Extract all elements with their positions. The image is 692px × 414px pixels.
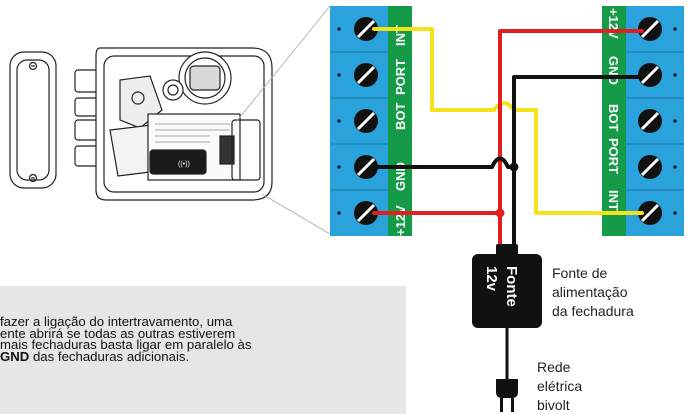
rf-symbol: ((•)) xyxy=(178,161,190,168)
mains-caption-line2: elétrica xyxy=(537,378,582,394)
terminal-left-bot: BOT xyxy=(393,103,408,131)
adapter-label-line1: Fonte xyxy=(503,266,520,307)
zoom-line-top xyxy=(235,5,331,123)
zoom-line-bottom xyxy=(261,193,331,235)
terminal-right-gnd: GND xyxy=(606,56,621,85)
note-line-4: GND das fechaduras adicionais. xyxy=(0,348,392,364)
terminal-right-int: INT xyxy=(606,190,621,211)
adapter-label-line2: 12v xyxy=(483,266,500,292)
terminal-right-port: PORT xyxy=(606,138,621,174)
terminal-right-12v: +12V xyxy=(606,8,621,39)
adapter-label: Fonte 12v xyxy=(483,266,520,307)
screw-terminal-icon xyxy=(354,17,378,225)
note-text: fazer a ligação do intertravamento, uma … xyxy=(0,314,392,364)
terminal-block-right xyxy=(602,6,684,236)
power-plug-icon xyxy=(496,374,518,412)
terminal-left-12v: +12V xyxy=(393,205,408,236)
note-line-4-rest: das fechaduras adicionais. xyxy=(29,348,190,364)
power-adapter-icon xyxy=(472,244,542,375)
adapter-caption-line1: Fonte de xyxy=(552,265,607,281)
mains-caption-line1: Rede xyxy=(537,359,571,375)
adapter-caption-line3: da fechadura xyxy=(552,303,634,319)
wire-yellow-int xyxy=(372,27,644,215)
terminal-left-gnd: GND xyxy=(393,162,408,191)
wire-black-gnd xyxy=(372,75,644,169)
note-gnd-bold: GND xyxy=(0,348,30,364)
screw-terminal-icon xyxy=(638,17,662,225)
adapter-caption: Fonte de alimentação da fechadura xyxy=(552,265,634,319)
mains-caption-line3: bivolt xyxy=(537,397,570,413)
terminal-block-left xyxy=(330,6,412,236)
lock-device-illustration xyxy=(9,47,273,201)
terminal-left-port: PORT xyxy=(393,59,408,95)
terminal-right-bot: BOT xyxy=(606,104,621,132)
mains-caption: Rede elétrica bivolt xyxy=(537,359,582,413)
wire-red-12v xyxy=(372,29,644,215)
junction-dots xyxy=(495,162,519,218)
note-box xyxy=(0,286,406,414)
note-line-3: mais fechaduras basta ligar em paralelo … xyxy=(0,337,252,352)
note-line-1: fazer a ligação do intertravamento, uma xyxy=(0,314,233,329)
adapter-caption-line2: alimentação xyxy=(552,284,628,300)
note-line-2: ente abrirá se todas as outras estiverem xyxy=(0,325,236,341)
